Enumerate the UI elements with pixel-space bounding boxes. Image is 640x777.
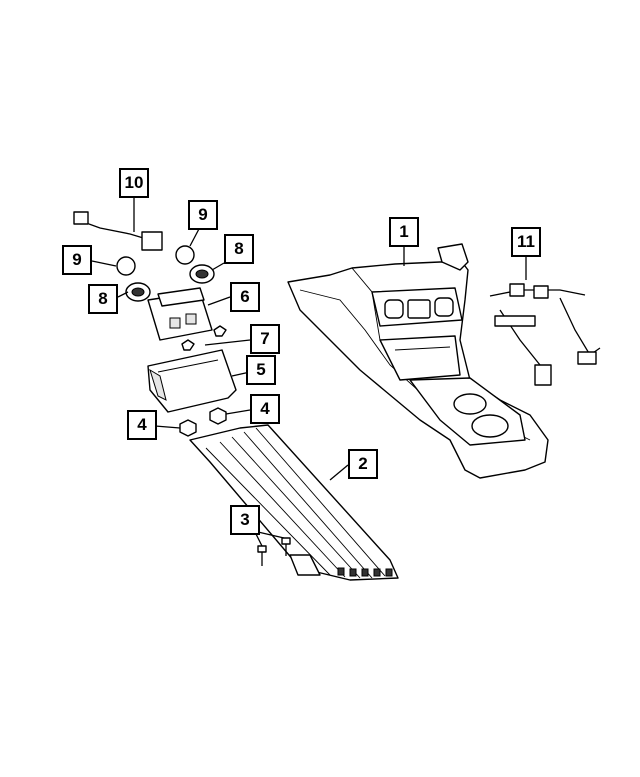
callout-9-right: 9 (188, 200, 218, 230)
screw-part (257, 537, 291, 566)
power-outlet-part (125, 264, 215, 302)
outlet-cap-part (116, 245, 195, 276)
callout-7: 7 (250, 324, 280, 354)
wiring-harness-part (73, 211, 163, 251)
callout-1: 1 (389, 217, 419, 247)
callout-10: 10 (119, 168, 149, 198)
callout-4-right: 4 (250, 394, 280, 424)
bezel-panel-part (147, 349, 237, 413)
callout-8-left: 8 (88, 284, 118, 314)
lighting-harness-part (489, 283, 601, 386)
callout-3: 3 (230, 505, 260, 535)
clip-part (181, 325, 227, 351)
callout-5: 5 (246, 355, 276, 385)
callout-8-right: 8 (224, 234, 254, 264)
console-bracket-part (189, 424, 399, 581)
callout-9-left: 9 (62, 245, 92, 275)
rail-end-slots (337, 567, 393, 577)
center-console-part (287, 243, 549, 479)
callout-2: 2 (348, 449, 378, 479)
callout-6: 6 (230, 282, 260, 312)
callout-4-left: 4 (127, 410, 157, 440)
nut-part (179, 407, 227, 437)
leader-lines (91, 196, 527, 547)
switch-bracket-part (147, 287, 213, 341)
callout-11: 11 (511, 227, 541, 257)
